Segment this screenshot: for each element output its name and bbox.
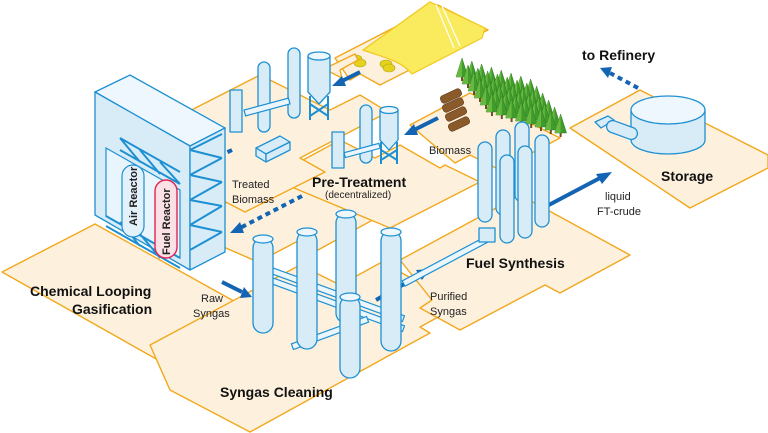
tree-icon: [534, 107, 548, 131]
pretreatment-subtitle: (decentralized): [325, 190, 391, 201]
fuel-synthesis-unit: [477, 121, 550, 244]
purified-syngas-label-line2: Syngas: [430, 306, 467, 318]
tree-icon: [495, 95, 509, 119]
ft-crude-label-line2: FT-crude: [597, 206, 641, 218]
tree-icon: [554, 113, 567, 137]
tree-icon: [461, 64, 475, 88]
chemical-looping-gasifier: Air Reactor Fuel Reactor: [93, 74, 227, 271]
air-reactor: [121, 164, 145, 238]
silo-icon: [379, 109, 399, 151]
tree-icon: [505, 98, 518, 122]
building-icon: [229, 89, 243, 133]
tree-icon: [455, 57, 469, 81]
fuel-synthesis-pad: [399, 194, 631, 331]
log-pile-icon: [440, 88, 470, 132]
storage-title: Storage: [661, 168, 713, 184]
flow-arrow-treated-biomass: [230, 194, 303, 233]
fuel-synthesis-title: Fuel Synthesis: [466, 255, 565, 271]
column-icon: [534, 134, 550, 228]
column-icon: [296, 230, 318, 350]
tree-icon: [467, 71, 481, 95]
tree-icon: [524, 104, 538, 128]
fuel-reactor: [154, 179, 178, 259]
pretreatment-plant: [331, 104, 399, 169]
header-box: [478, 227, 496, 243]
building-icon: [331, 131, 345, 169]
syngas-cleaning-title: Syngas Cleaning: [220, 384, 333, 400]
air-reactor-label: Air Reactor: [128, 166, 140, 226]
gasification-title-line1: Chemical Looping: [30, 283, 151, 299]
flow-arrow-raw-syngas: [221, 280, 252, 298]
column-icon: [287, 47, 301, 119]
column-icon: [359, 104, 373, 164]
flow-arrow-to-refinery: [600, 67, 639, 90]
tree-icon: [473, 78, 487, 102]
central-plant: [229, 47, 331, 163]
ft-crude-label-line1: liquid: [605, 191, 631, 203]
pretreatment-title: Pre-Treatment: [312, 174, 406, 190]
tanker-truck-icon: [594, 115, 639, 141]
storage-tank-icon: [630, 95, 706, 155]
truck-icon: [255, 135, 291, 163]
gasification-title-line2: Gasification: [72, 301, 152, 317]
column-icon: [252, 237, 274, 334]
silo-icon: [307, 55, 331, 105]
straw-field-icon: [361, 1, 486, 75]
flow-arrow-biomass: [404, 116, 439, 135]
flow-arrow-ft-crude: [544, 172, 612, 209]
tree-icon: [479, 85, 493, 109]
purified-syngas-label-line1: Purified: [430, 291, 467, 303]
tree-icon: [485, 92, 499, 116]
column-icon: [339, 295, 361, 379]
pretreatment-pad: [269, 139, 481, 229]
forest-icon: [455, 57, 567, 137]
treated-biomass-label-line1: Treated: [232, 179, 270, 191]
syngas-cleaning-unit: [252, 209, 406, 379]
raw-syngas-label-line2: Syngas: [193, 308, 230, 320]
raw-syngas-label-line1: Raw: [201, 293, 223, 305]
biomass-label: Biomass: [429, 145, 472, 157]
column-icon: [517, 145, 533, 239]
tree-icon: [544, 110, 558, 134]
column-icon: [499, 154, 515, 244]
column-icon: [477, 141, 493, 223]
fuel-reactor-label: Fuel Reactor: [161, 188, 173, 255]
treated-biomass-label-line2: Biomass: [232, 194, 275, 206]
column-icon: [257, 61, 271, 133]
to-refinery-label: to Refinery: [582, 47, 655, 63]
column-icon: [380, 230, 402, 352]
